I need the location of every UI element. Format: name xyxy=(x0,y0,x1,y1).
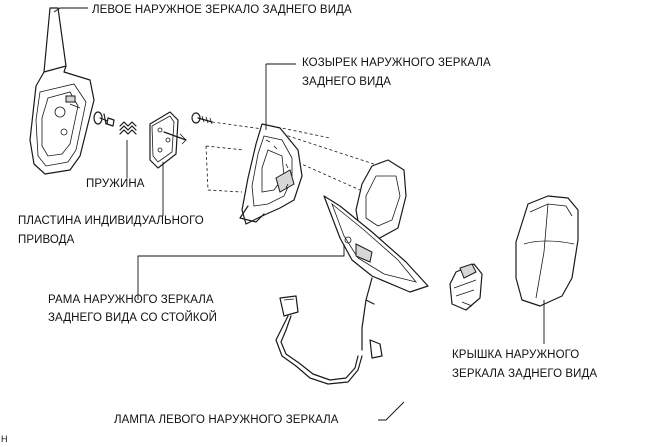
label-lamp: ЛАМПА ЛЕВОГО НАРУЖНОГО ЗЕРКАЛА xyxy=(114,414,339,426)
frame-part xyxy=(323,159,429,359)
screw-part xyxy=(93,111,115,127)
visor-part xyxy=(239,123,303,225)
label-frame-line1: РАМА НАРУЖНОГО ЗЕРКАЛА xyxy=(48,294,214,306)
label-visor-line1: КОЗЫРЕК НАРУЖНОГО ЗЕРКАЛА xyxy=(302,57,491,69)
label-mirror-glass: ЛЕВОЕ НАРУЖНОЕ ЗЕРКАЛО ЗАДНЕГО ВИДА xyxy=(92,4,352,16)
label-cover-line1: КРЫШКА НАРУЖНОГО xyxy=(452,349,580,361)
actuator-plate-part xyxy=(149,111,187,169)
cover-part xyxy=(515,195,579,307)
wire-harness xyxy=(275,295,363,385)
leader-lines xyxy=(53,7,545,421)
label-actuator-line1: ПЛАСТИНА ИНДИВИДУАЛЬНОГО xyxy=(18,215,204,227)
mirror-glass-part xyxy=(29,7,95,175)
corner-mark: H xyxy=(1,434,8,444)
label-spring: ПРУЖИНА xyxy=(86,178,145,190)
lamp-part xyxy=(449,263,483,311)
spring-part xyxy=(119,121,137,135)
visor-screw-part xyxy=(191,112,213,125)
label-frame-line2: ЗАДНЕГО ВИДА СО СТОЙКОЙ xyxy=(48,312,217,324)
label-actuator-line2: ПРИВОДА xyxy=(18,234,75,246)
label-cover-line2: ЗЕРКАЛА ЗАДНЕГО ВИДА xyxy=(452,368,598,380)
label-visor-line2: ЗАДНЕГО ВИДА xyxy=(302,76,392,88)
